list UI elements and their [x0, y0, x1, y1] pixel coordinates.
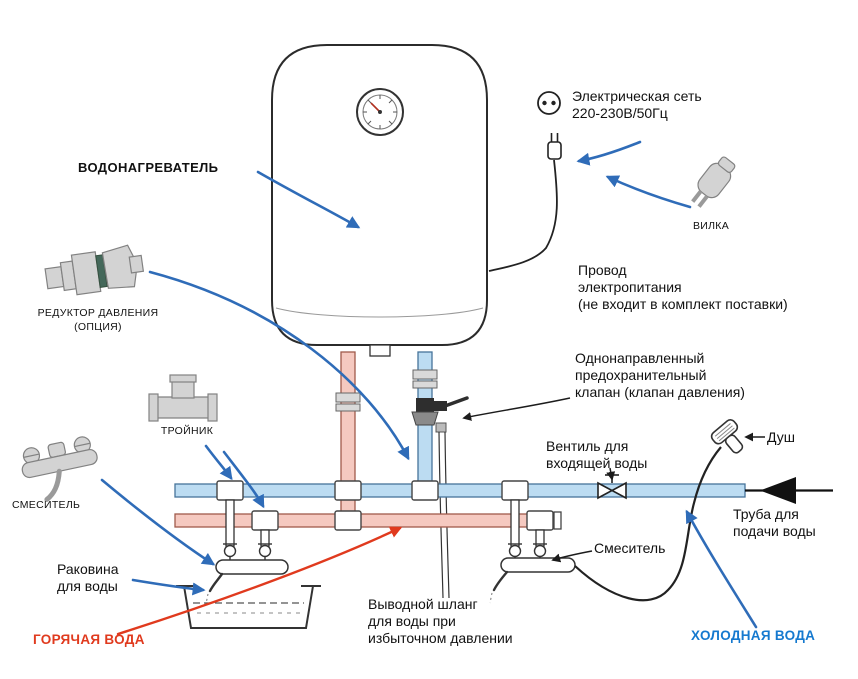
connector-lines — [462, 397, 765, 563]
arrow-plug — [605, 175, 692, 209]
connector-mixer-right — [551, 550, 593, 563]
socket-icon — [537, 91, 561, 115]
tee-fittings — [216, 480, 554, 531]
arrow-cold-water — [685, 509, 758, 629]
label-drain-hose: Выводной шланг для воды при избыточном д… — [368, 596, 513, 647]
arrow-socket — [576, 140, 642, 166]
label-supply-pipe: Труба для подачи воды — [733, 506, 816, 540]
faucet-drops — [223, 499, 547, 558]
label-cold-water: ХОЛОДНАЯ ВОДА — [691, 628, 816, 643]
drain-hose — [438, 431, 450, 599]
label-electric-network: Электрическая сеть 220-230В/50Гц — [572, 88, 702, 122]
shower-hose — [574, 446, 722, 602]
arrow-reducer — [148, 270, 410, 461]
connector-inlet-valve — [606, 467, 616, 481]
cold-water-pipe — [174, 483, 746, 498]
gauge-ticks — [363, 95, 397, 129]
label-sink: Раковина для воды — [57, 561, 119, 595]
plug-photo-icon — [691, 156, 736, 208]
pressure-reducer-icon — [44, 244, 145, 296]
arrow-tee-hot — [222, 450, 265, 509]
arrow-tee-cold — [204, 444, 233, 481]
label-hot-water: ГОРЯЧАЯ ВОДА — [33, 632, 145, 647]
tee-icon — [148, 374, 218, 422]
supply-direction-arrow — [760, 477, 796, 504]
water-heater — [271, 44, 488, 357]
hot-pipe-end-cap — [553, 511, 562, 530]
thermometer-gauge — [356, 88, 404, 136]
shower-head-icon — [710, 419, 744, 454]
safety-valve-icon — [411, 396, 469, 433]
label-mixer-left: СМЕСИТЕЛЬ — [12, 499, 81, 511]
pipe-couplings — [335, 369, 438, 412]
callout-arrows — [100, 140, 758, 629]
label-plug: ВИЛКА — [692, 220, 730, 232]
label-power-cord: Провод электропитания (не входит в компл… — [578, 262, 788, 313]
mixer-icon — [21, 436, 98, 502]
label-water-heater: ВОДОНАГРЕВАТЕЛЬ — [78, 160, 219, 175]
arrow-mixer — [100, 478, 216, 566]
left-mixer — [205, 556, 289, 605]
label-inlet-valve: Вентиль для входящей воды — [546, 438, 648, 472]
label-pressure-reducer: РЕДУКТОР ДАВЛЕНИЯ (ОПЦИЯ) — [37, 307, 159, 334]
arrow-heater — [256, 170, 361, 229]
arrow-sink — [131, 578, 206, 596]
label-safety-valve: Однонаправленный предохранительный клапа… — [575, 350, 745, 401]
power-cord — [488, 133, 562, 272]
label-mixer-right: Смеситель — [594, 540, 666, 556]
heater-drain-cap — [369, 344, 391, 357]
label-shower: Душ — [767, 429, 796, 445]
label-tee: ТРОЙНИК — [160, 425, 214, 437]
connector-safety-valve — [462, 397, 571, 421]
arrow-hot-water — [116, 526, 403, 636]
